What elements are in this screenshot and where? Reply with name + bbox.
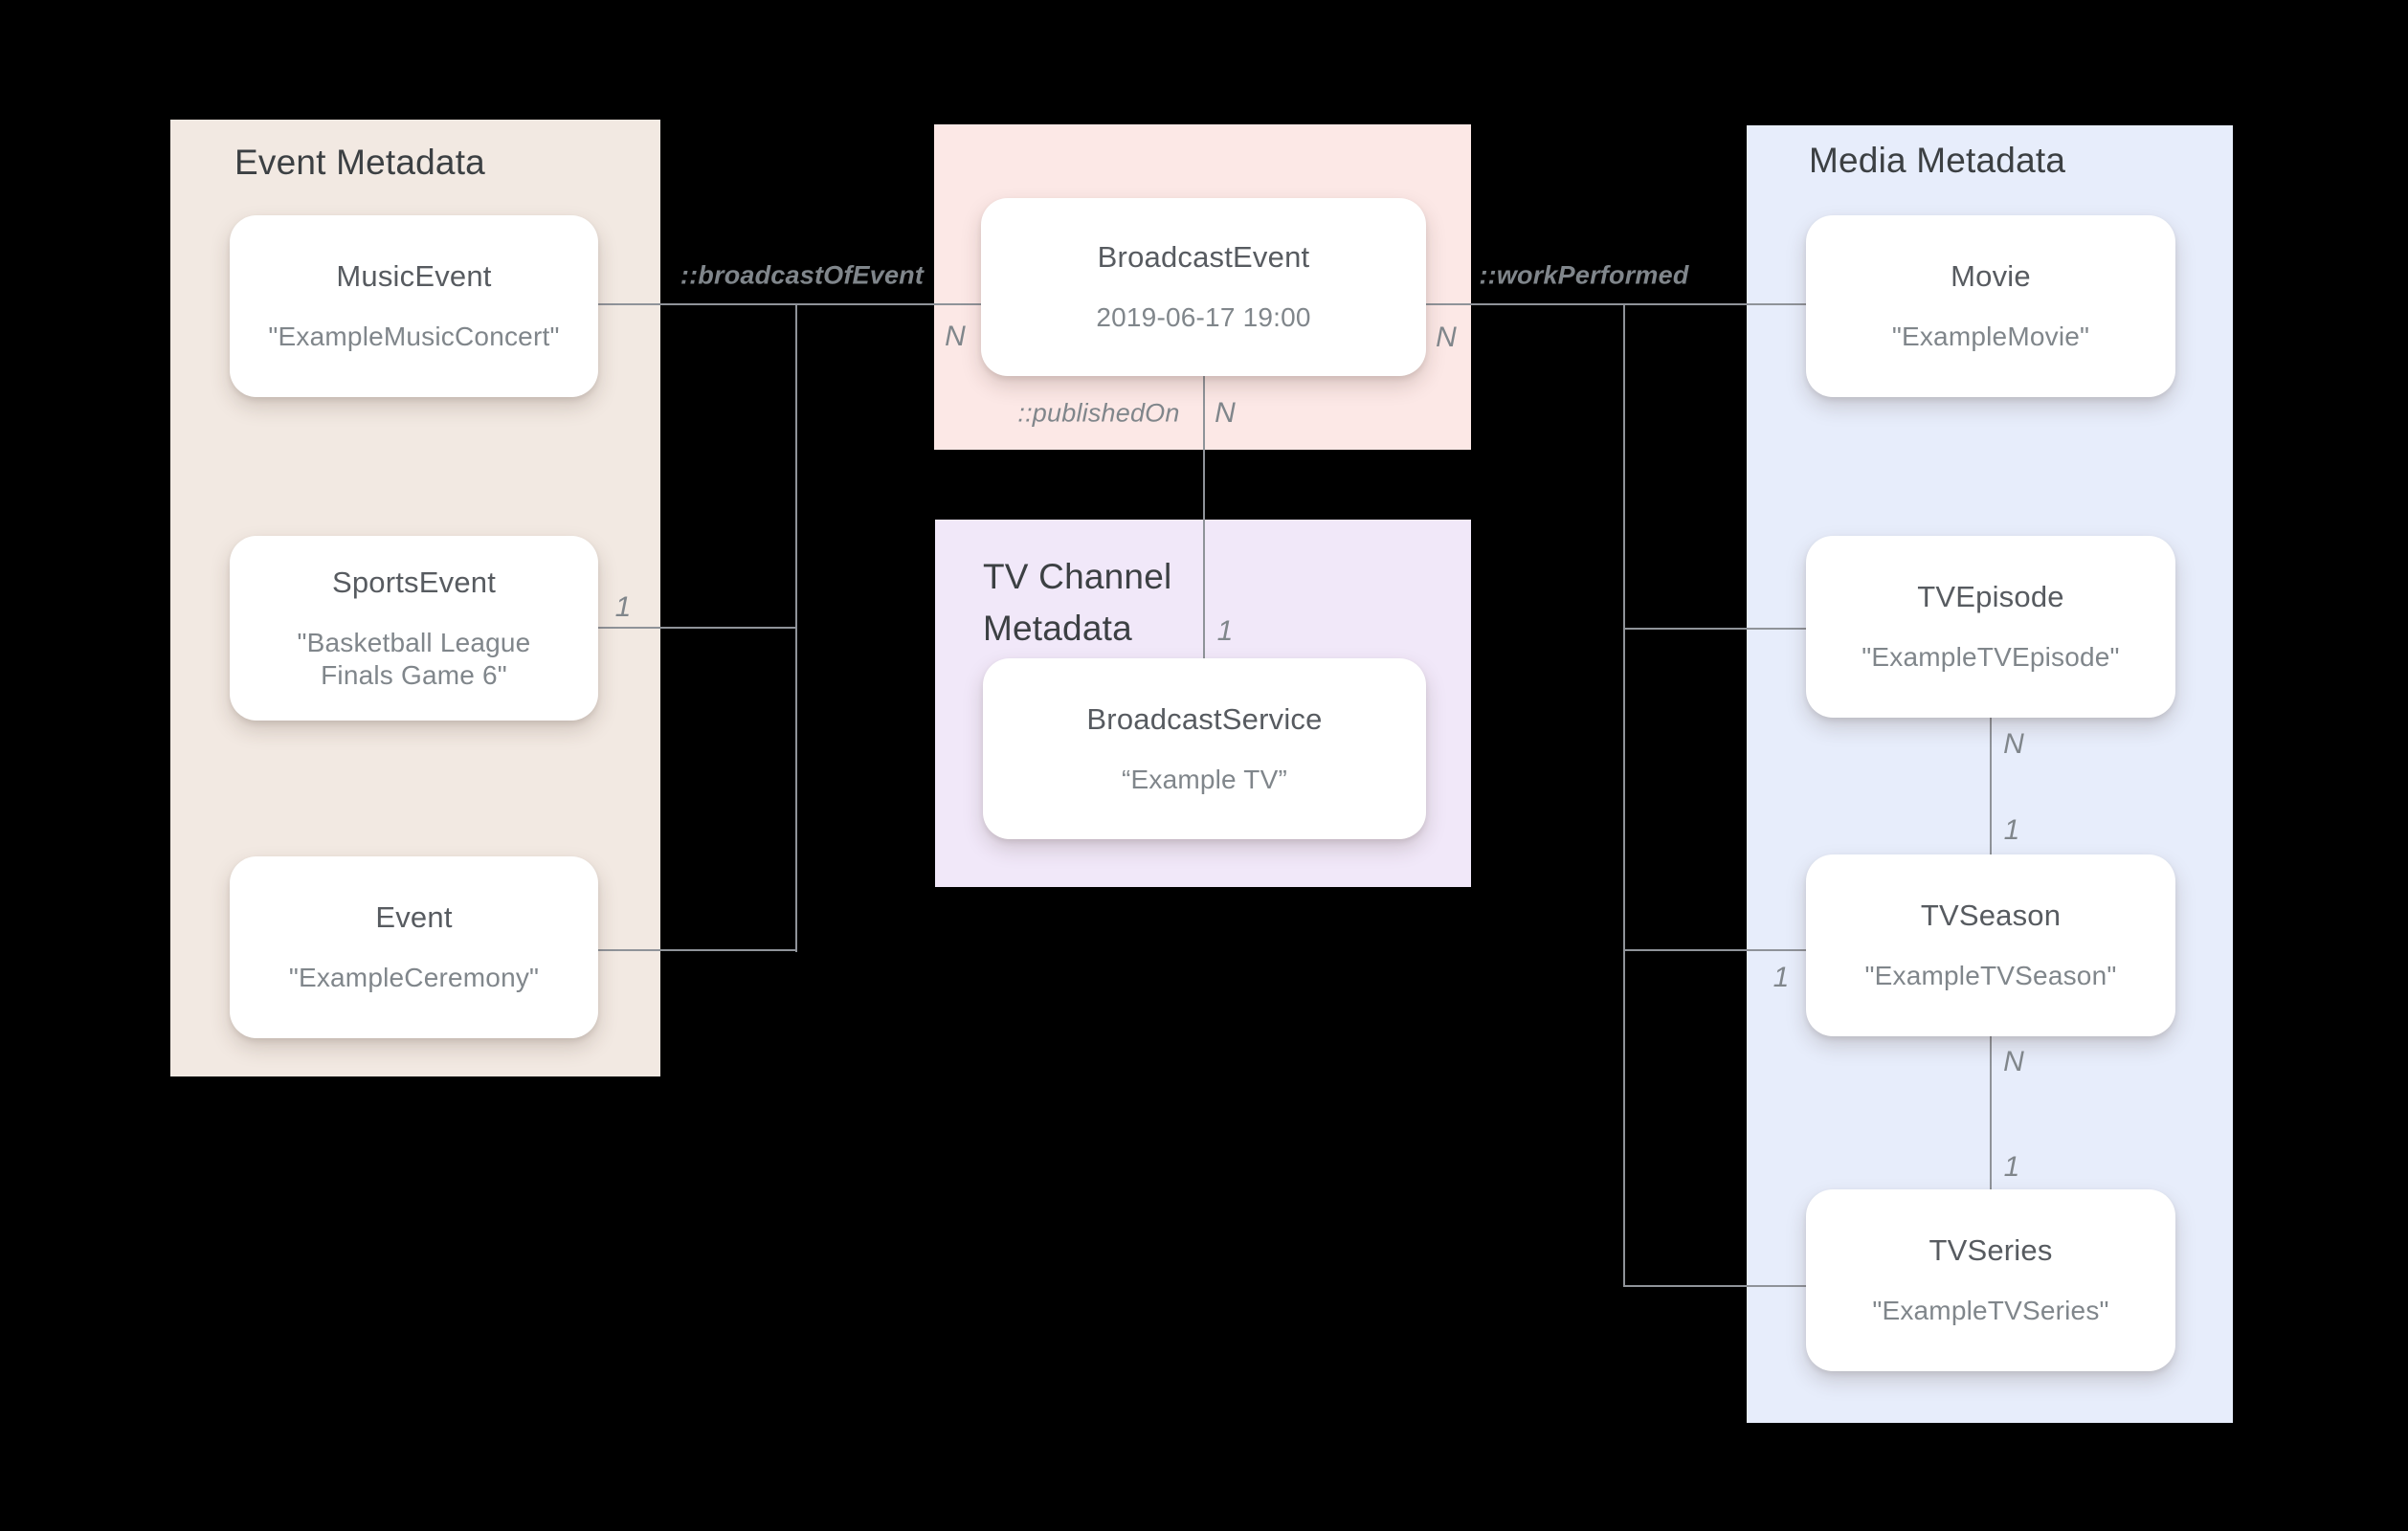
cardinality-n-workperformed: N [1436, 322, 1457, 353]
cardinality-n-tvseason: N [2003, 1046, 2024, 1077]
edge-tvepisode-branch [1624, 628, 1806, 630]
node-broadcastevent: BroadcastEvent 2019-06-17 19:00 [981, 198, 1426, 376]
cardinality-1-tvseason-branch: 1 [1773, 962, 1790, 993]
cardinality-n-tvepisode: N [2003, 728, 2024, 760]
node-musicevent-title: MusicEvent [336, 259, 492, 293]
label-workperformed: ::workPerformed [1479, 260, 1689, 290]
node-sportsevent: SportsEvent "Basketball League Finals Ga… [230, 536, 598, 721]
node-tvepisode-title: TVEpisode [1917, 580, 2064, 613]
node-movie-title: Movie [1951, 259, 2031, 293]
edge-tvseason-tvseries [1990, 1036, 1992, 1189]
node-tvseason: TVSeason "ExampleTVSeason" [1806, 854, 2175, 1036]
node-musicevent-value: "ExampleMusicConcert" [268, 322, 560, 351]
node-broadcastservice-value: “Example TV” [1121, 764, 1288, 794]
label-broadcastofevent: ::broadcastOfEvent [680, 260, 925, 290]
node-broadcastevent-value: 2019-06-17 19:00 [1096, 302, 1311, 332]
node-sportsevent-value: "Basketball League Finals Game 6" [297, 627, 531, 690]
node-broadcastservice-title: BroadcastService [1086, 701, 1323, 736]
cardinality-1-tvepisode-tvseason: 1 [2003, 814, 2020, 846]
label-publishedon: ::publishedOn [1017, 398, 1180, 428]
node-tvseason-value: "ExampleTVSeason" [1864, 961, 2117, 990]
node-tvepisode: TVEpisode "ExampleTVEpisode" [1806, 536, 2175, 718]
node-event-value: "ExampleCeremony" [288, 963, 540, 992]
edge-broadcastevent-movie [1426, 303, 1806, 305]
node-tvseries-value: "ExampleTVSeries" [1872, 1296, 2109, 1325]
node-tvseries: TVSeries "ExampleTVSeries" [1806, 1189, 2175, 1371]
cardinality-1-sportsevent: 1 [614, 591, 632, 623]
node-broadcastevent-title: BroadcastEvent [1097, 240, 1310, 274]
cardinality-n-publishedon: N [1215, 397, 1236, 429]
node-broadcastservice: BroadcastService “Example TV” [983, 658, 1426, 839]
cardinality-1-tvseason-tvseries: 1 [2003, 1151, 2020, 1183]
media-metadata-title: Media Metadata [1809, 141, 2066, 180]
node-tvepisode-value: "ExampleTVEpisode" [1862, 642, 2120, 672]
edge-tvepisode-tvseason [1990, 716, 1992, 854]
edge-musicevent-broadcastevent [598, 303, 981, 305]
node-movie-value: "ExampleMovie" [1891, 322, 2090, 351]
node-musicevent: MusicEvent "ExampleMusicConcert" [230, 215, 598, 397]
event-metadata-title: Event Metadata [234, 143, 485, 182]
node-event-title: Event [375, 900, 453, 934]
tv-channel-metadata-title: TV Channel Metadata [983, 557, 1172, 648]
edge-media-group-connector [1623, 303, 1625, 1287]
edge-publishedon-connector [1203, 376, 1205, 658]
node-event: Event "ExampleCeremony" [230, 856, 598, 1038]
node-tvseries-title: TVSeries [1929, 1233, 2053, 1267]
node-movie: Movie "ExampleMovie" [1806, 215, 2175, 397]
cardinality-1-publishedon: 1 [1216, 615, 1234, 647]
cardinality-n-broadcastofevent: N [945, 321, 966, 352]
node-tvseason-title: TVSeason [1920, 899, 2062, 932]
edge-sportsevent-branch [598, 627, 797, 629]
edge-tvseason-branch [1624, 949, 1806, 951]
node-sportsevent-title: SportsEvent [331, 565, 497, 599]
edge-event-branch [598, 949, 797, 951]
edge-tvseries-branch [1624, 1285, 1807, 1287]
